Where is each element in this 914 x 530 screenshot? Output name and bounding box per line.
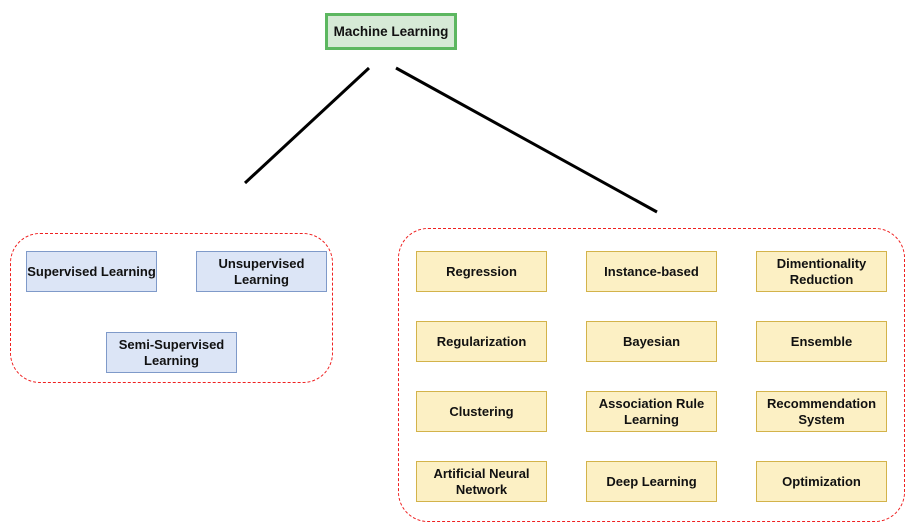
node-supervised-learning[interactable]: Supervised Learning — [26, 251, 157, 292]
node-regression-label: Regression — [446, 263, 517, 279]
node-optimization[interactable]: Optimization — [756, 461, 887, 502]
node-semi-supervised-learning-label: Semi-Supervised Learning — [118, 337, 225, 368]
node-artificial-neural-network[interactable]: Artificial Neural Network — [416, 461, 547, 502]
node-artificial-neural-network-label: Artificial Neural Network — [433, 466, 530, 497]
edge-root-to-paradigms — [243, 66, 371, 185]
node-clustering[interactable]: Clustering — [416, 391, 547, 432]
node-regularization[interactable]: Regularization — [416, 321, 547, 362]
node-machine-learning[interactable]: Machine Learning — [325, 13, 457, 50]
learning-paradigms-cluster — [10, 233, 333, 383]
node-instance-based[interactable]: Instance-based — [586, 251, 717, 292]
node-bayesian-label: Bayesian — [622, 333, 681, 349]
node-unsupervised-learning[interactable]: Unsupervised Learning — [196, 251, 327, 292]
node-machine-learning-label: Machine Learning — [333, 23, 449, 39]
edge-root-to-families — [395, 66, 658, 214]
node-instance-based-label: Instance-based — [604, 263, 699, 279]
node-clustering-label: Clustering — [449, 403, 514, 419]
node-supervised-learning-label: Supervised Learning — [27, 263, 156, 279]
node-optimization-label: Optimization — [782, 473, 861, 489]
node-regularization-label: Regularization — [436, 333, 527, 349]
node-regression[interactable]: Regression — [416, 251, 547, 292]
algorithm-families-cluster — [398, 228, 905, 522]
node-unsupervised-learning-label: Unsupervised Learning — [218, 256, 305, 287]
node-ensemble-label: Ensemble — [790, 333, 853, 349]
node-dimentionality-reduction[interactable]: Dimentionality Reduction — [756, 251, 887, 292]
node-dimentionality-reduction-label: Dimentionality Reduction — [776, 256, 867, 287]
node-bayesian[interactable]: Bayesian — [586, 321, 717, 362]
node-semi-supervised-learning[interactable]: Semi-Supervised Learning — [106, 332, 237, 373]
node-ensemble[interactable]: Ensemble — [756, 321, 887, 362]
node-recommendation-system[interactable]: Recommendation System — [756, 391, 887, 432]
node-association-rule-learning[interactable]: Association Rule Learning — [586, 391, 717, 432]
node-association-rule-learning-label: Association Rule Learning — [598, 396, 705, 427]
node-recommendation-system-label: Recommendation System — [766, 396, 877, 427]
node-deep-learning-label: Deep Learning — [606, 473, 697, 489]
node-deep-learning[interactable]: Deep Learning — [586, 461, 717, 502]
